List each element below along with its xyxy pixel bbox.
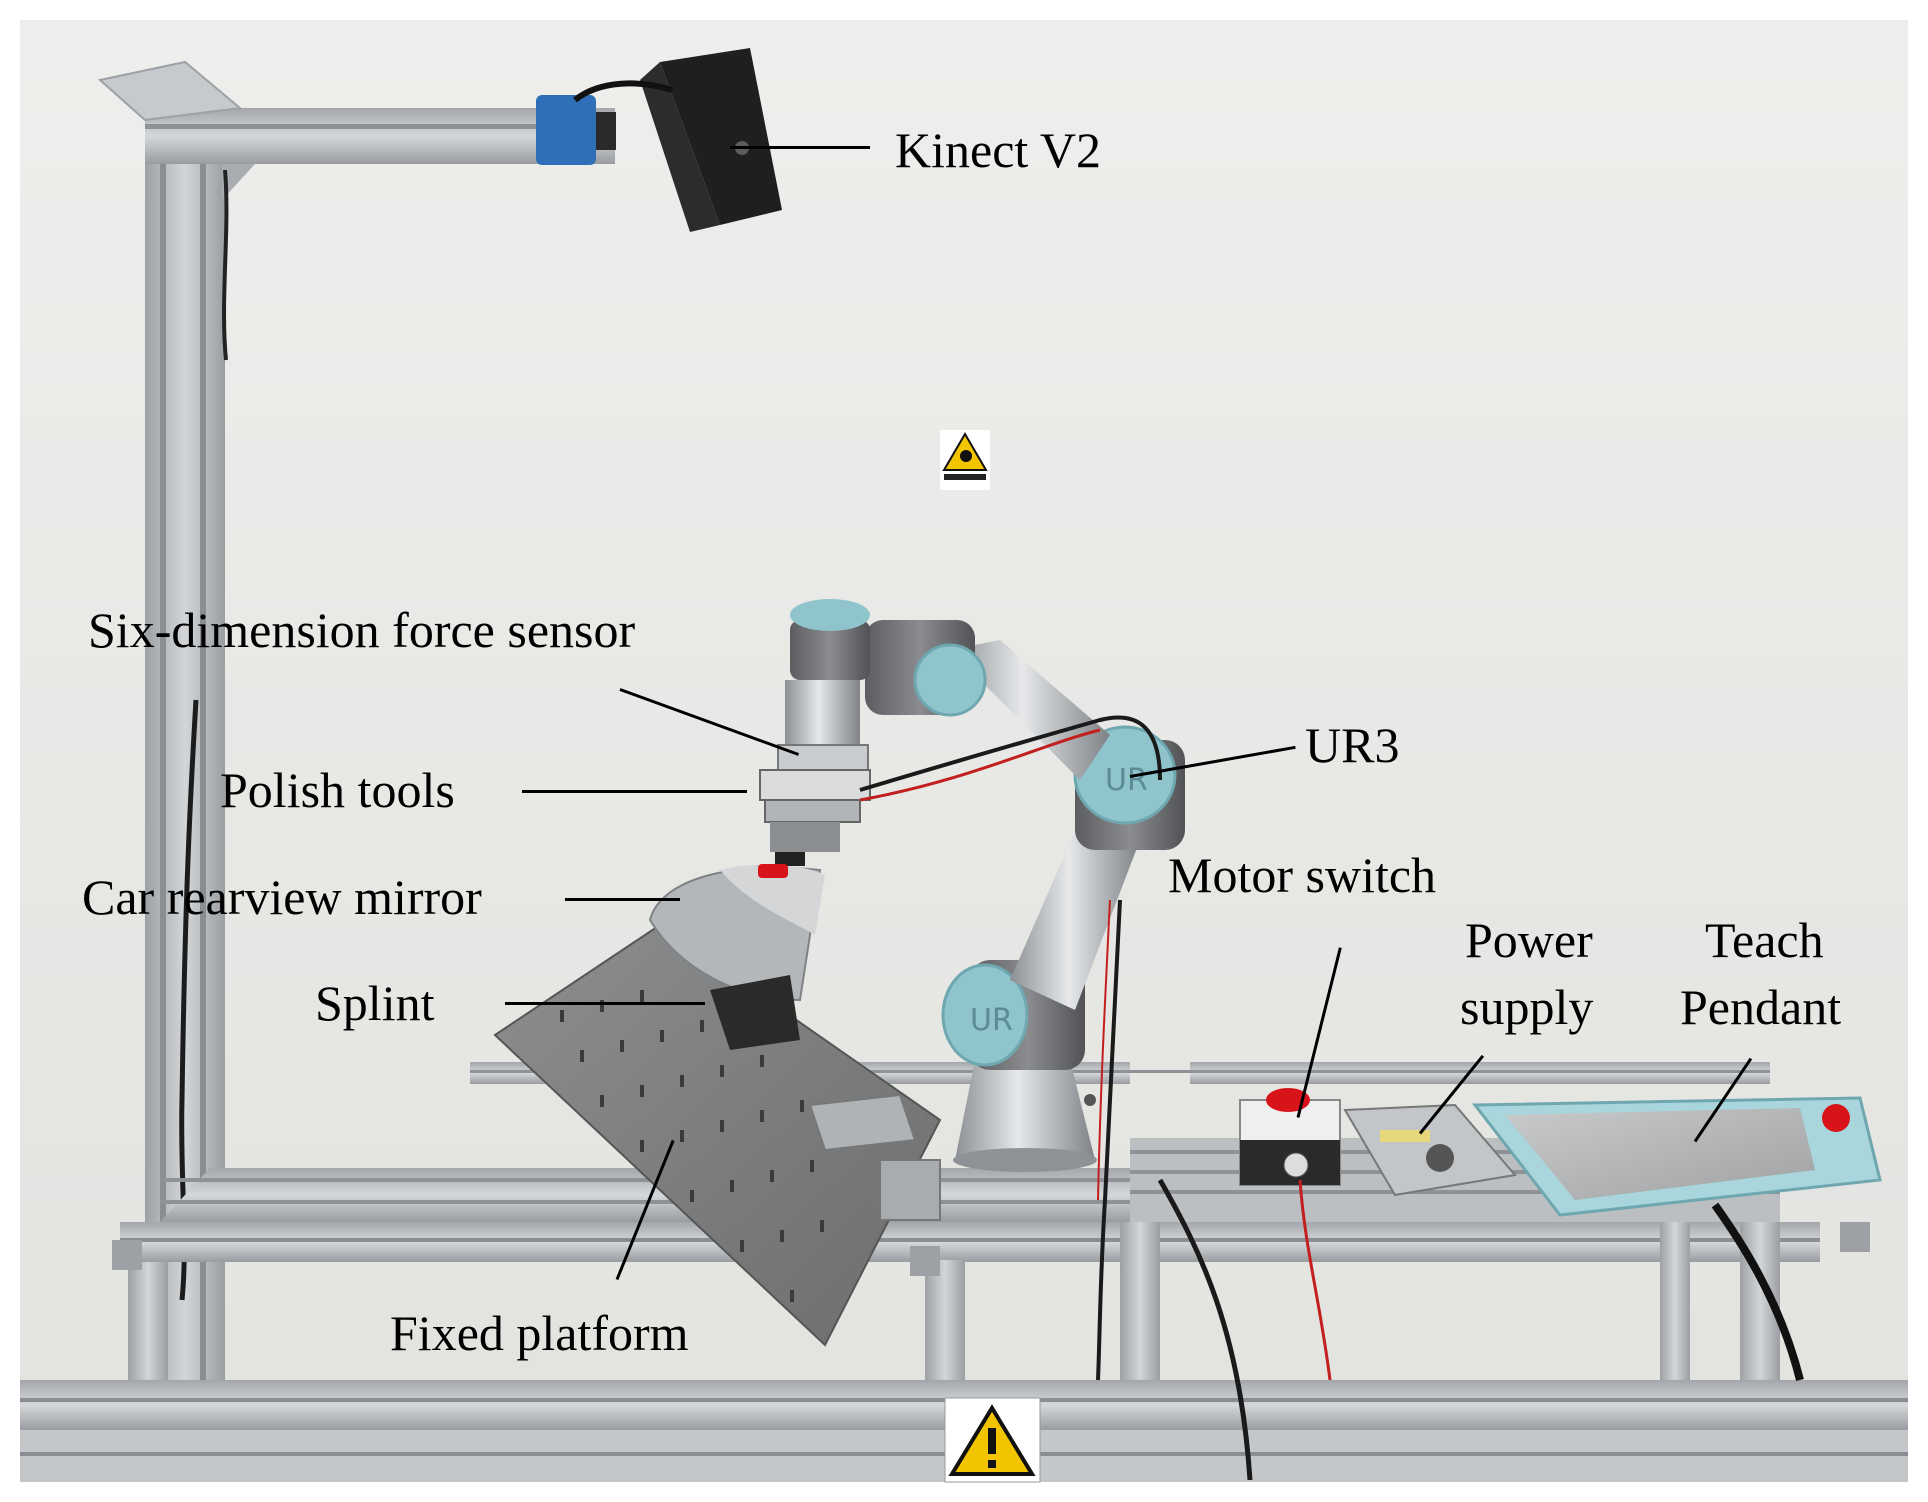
- leader-polish-tools: [522, 790, 747, 793]
- leader-splint: [505, 1002, 705, 1005]
- label-six-dimension-force-sensor: Six-dimension force sensor: [88, 602, 636, 658]
- svg-text:UR: UR: [1105, 763, 1148, 798]
- teach-pendant: [1471, 1096, 1882, 1381]
- warning-sign-icon: [944, 1397, 1041, 1483]
- label-polish-tools: Polish tools: [220, 762, 455, 818]
- power-supply: [1343, 1103, 1517, 1197]
- label-power-supply-line2: supply: [1460, 979, 1594, 1035]
- label-teach-line2: Pendant: [1680, 979, 1842, 1035]
- car-rearview-mirror: [648, 864, 825, 1050]
- motor-switch: [1239, 1088, 1341, 1381]
- label-ur3: UR3: [1305, 717, 1400, 773]
- label-power-supply-line1: Power: [1465, 912, 1593, 968]
- pinch-hazard-sign-icon: [940, 430, 990, 490]
- leader-kinect: [730, 146, 870, 149]
- svg-text:UR: UR: [970, 1003, 1013, 1038]
- label-teach-line1: Teach: [1705, 912, 1824, 968]
- label-car-rearview-mirror: Car rearview mirror: [82, 869, 482, 925]
- label-motor-switch: Motor switch: [1168, 847, 1437, 903]
- leader-mirror: [565, 898, 680, 901]
- label-kinect-v2: Kinect V2: [895, 122, 1101, 178]
- label-splint: Splint: [315, 975, 435, 1031]
- label-fixed-platform: Fixed platform: [390, 1305, 689, 1361]
- kinect-camera: [536, 48, 782, 232]
- fixed-platform: [493, 923, 942, 1347]
- ur3-robot: UR UR: [758, 599, 1253, 1481]
